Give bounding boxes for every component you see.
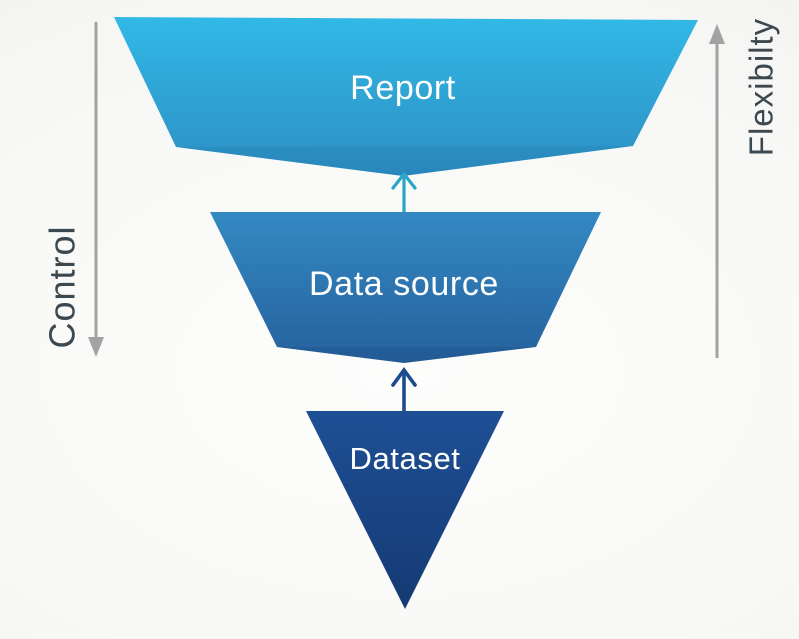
control-axis: Control — [42, 22, 104, 357]
flexibility-axis: Flexibilty — [709, 18, 780, 358]
datasource-to-report-arrow — [391, 171, 417, 215]
control-axis-label: Control — [42, 225, 83, 348]
report-layer: Report — [114, 17, 698, 176]
report-shape — [114, 17, 698, 176]
flexibility-axis-arrowhead-up — [709, 24, 725, 44]
dataset-layer: Dataset — [306, 411, 504, 609]
dataset-to-datasource-arrowhead-up — [391, 366, 417, 387]
datasource-layer: Data source — [210, 212, 601, 363]
flexibility-axis-label: Flexibilty — [743, 18, 780, 156]
datasource-shape — [210, 212, 601, 363]
datasource-label: Data source — [309, 265, 499, 303]
report-fold-shade — [176, 146, 633, 176]
report-label: Report — [350, 69, 456, 107]
datasource-to-report-arrowhead-up — [391, 171, 417, 190]
control-axis-arrowhead-down — [88, 337, 104, 357]
dataset-shape — [306, 411, 504, 609]
datasource-fold-shade — [277, 347, 536, 363]
dataset-label: Dataset — [349, 441, 460, 476]
dataset-to-datasource-arrow — [391, 366, 417, 414]
